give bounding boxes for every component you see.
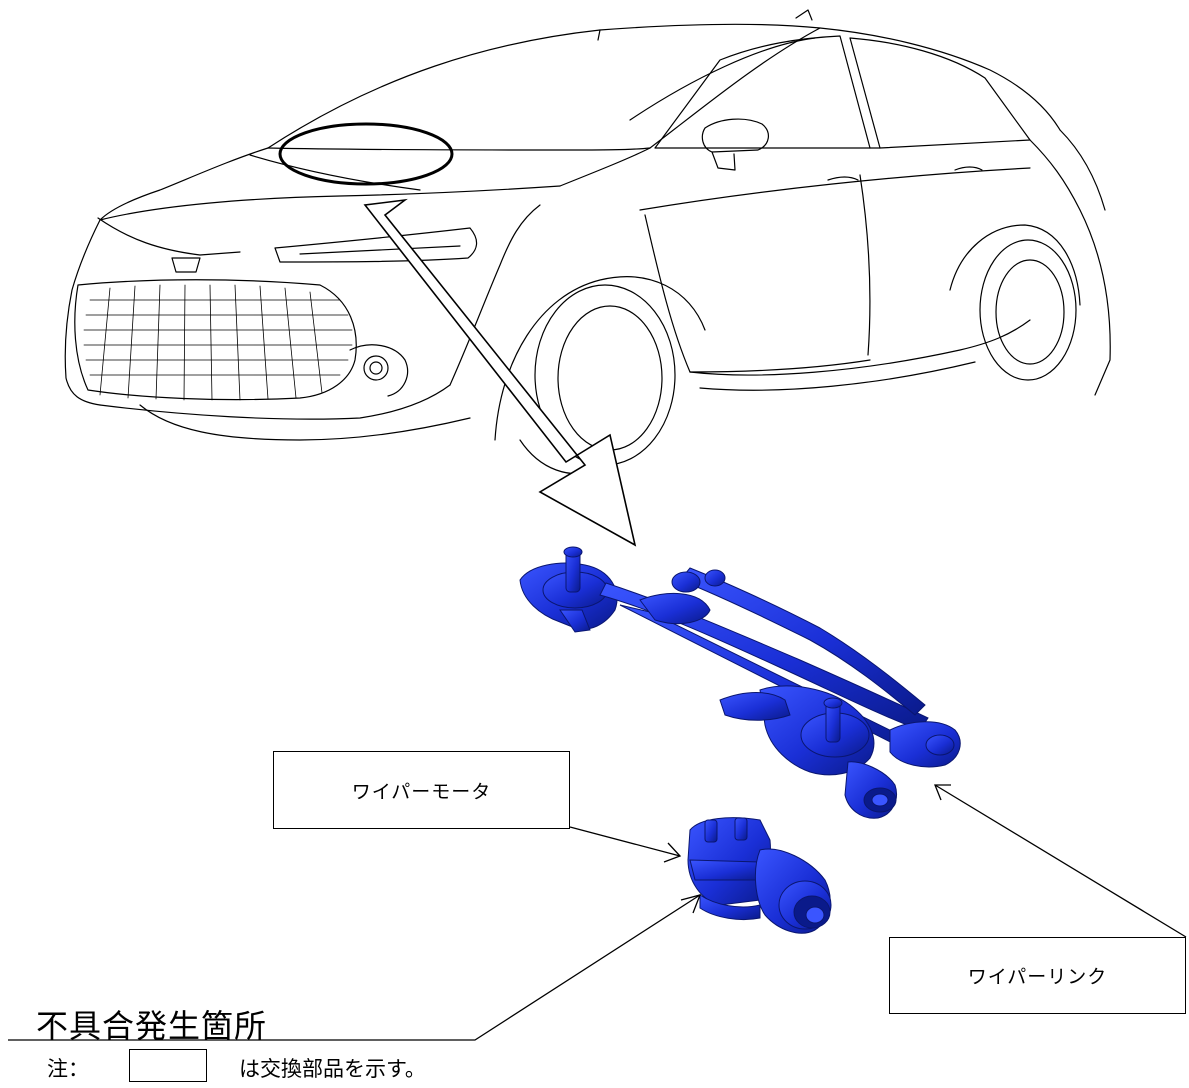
motor-leader <box>569 826 681 857</box>
link-leader <box>934 784 1187 938</box>
note-text: は交換部品を示す。 <box>239 1057 426 1081</box>
replacement-part-legend-swatch <box>129 1049 207 1082</box>
location-ellipse <box>278 122 454 186</box>
zoom-arrow <box>363 198 637 547</box>
defect-location-title: 不具合発生箇所 <box>36 1007 268 1045</box>
note-prefix: 注： <box>47 1057 89 1081</box>
wiper-motor-part <box>687 817 832 934</box>
leader-lines <box>8 784 1187 1041</box>
wiper-link-part <box>519 546 961 819</box>
wiper-motor-label: ワイパーモータ <box>351 780 492 803</box>
car-illustration <box>64 9 1111 475</box>
wiper-link-label-box: ワイパーリンク <box>889 937 1186 1014</box>
defect-leader <box>8 894 701 1041</box>
wiper-link-label: ワイパーリンク <box>967 966 1108 988</box>
wiper-motor-label-box: ワイパーモータ <box>273 751 570 829</box>
